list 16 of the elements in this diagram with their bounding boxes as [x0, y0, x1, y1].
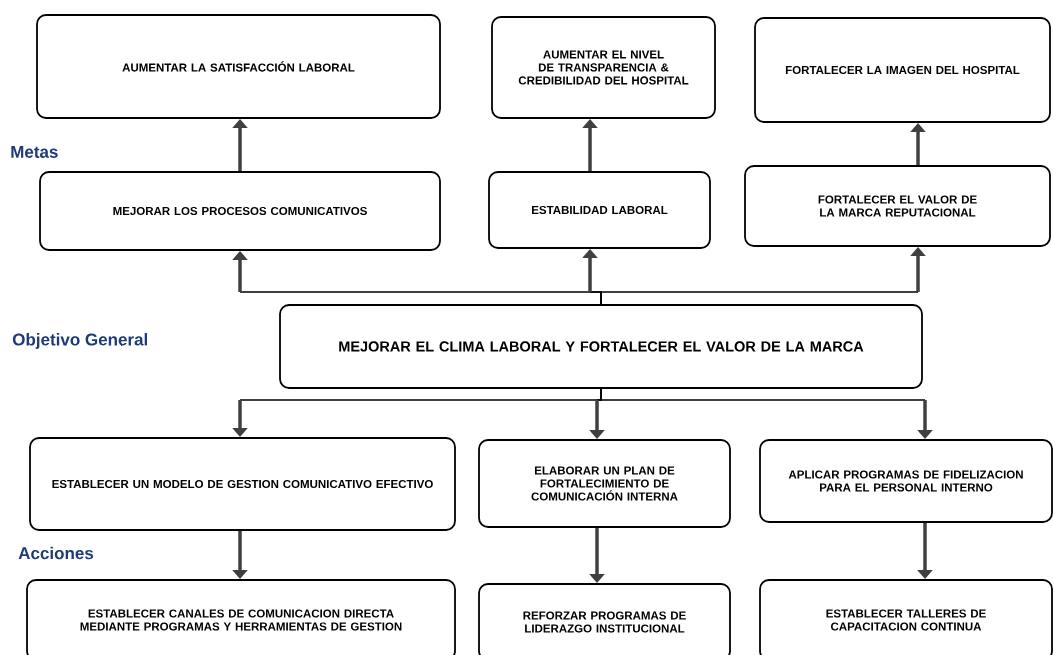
text-box: AUMENTAR LA SATISFACCIÓN LABORAL	[36, 14, 441, 119]
text-box: ESTABLECER CANALES DE COMUNICACION DIRECTA MEDIANTE PROGRAMAS Y HERRAMIENTAS DE GESTION	[26, 579, 456, 655]
text-box: MEJORAR EL CLIMA LABORAL Y FORTALECER EL VALOR DE LA MARCA	[279, 304, 923, 389]
text-box: ELABORAR UN PLAN DE FORTALECIMIENTO DE COMUNICACIÓN INTERNA	[478, 439, 731, 528]
text-box: AUMENTAR EL NIVEL DE TRANSPARENCIA & CREDIBILIDAD DEL HOSPITAL	[491, 16, 716, 119]
text-box: FORTALECER LA IMAGEN DEL HOSPITAL	[754, 17, 1051, 123]
text-box: APLICAR PROGRAMAS DE FIDELIZACION PARA EL PERSONAL INTERNO	[759, 439, 1053, 523]
text-box: ESTABLECER UN MODELO DE GESTION COMUNICATIVO EFECTIVO	[29, 437, 456, 531]
text-box: ESTABLECER TALLERES DE CAPACITACION CONTINUA	[759, 579, 1053, 655]
text-box: FORTALECER EL VALOR DE LA MARCA REPUTACIONAL	[744, 165, 1051, 247]
text-box: MEJORAR LOS PROCESOS COMUNICATIVOS	[39, 171, 441, 251]
section-heading: Acciones	[18, 546, 94, 560]
section-heading: Metas	[11, 146, 58, 158]
section-heading: Objetivo General	[12, 333, 148, 349]
text-box: ESTABILIDAD LABORAL	[488, 171, 711, 249]
text-box: REFORZAR PROGRAMAS DE LIDERAZGO INSTITUCIONAL	[478, 583, 731, 655]
